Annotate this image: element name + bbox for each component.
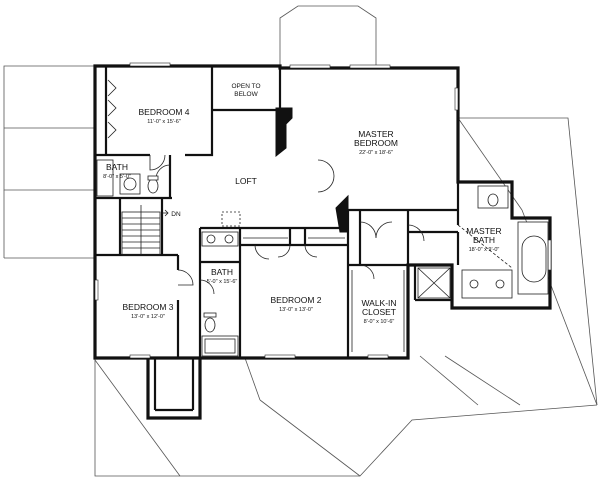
- bath-left-dim: 8'-0" x 5'-0": [103, 174, 131, 180]
- roof-lines: [3, 5, 598, 477]
- bedroom3-dim: 13'-0" x 12'-0": [131, 314, 165, 320]
- bath-center-dim: 5'-0" x 15'-6": [207, 279, 238, 285]
- master-bath-line1: MASTER: [466, 226, 501, 236]
- fixtures: [96, 159, 549, 357]
- walk-in-closet-dim: 8'-0" x 10'-6": [364, 319, 395, 325]
- stairs: [121, 205, 169, 256]
- dn-label: DN: [171, 211, 181, 218]
- open-below-line1: OPEN TO: [231, 83, 260, 90]
- loft-name: LOFT: [235, 176, 257, 186]
- walk-in-closet-line2: CLOSET: [362, 307, 396, 317]
- master-bedroom-line1: MASTER: [358, 129, 393, 139]
- master-bath-line2: BATH: [473, 235, 495, 245]
- interior-walls: [95, 66, 460, 358]
- master-bedroom-line2: BEDROOM: [354, 138, 398, 148]
- bath-center-name: BATH: [211, 267, 233, 277]
- windows: [94, 62, 552, 359]
- open-below-line2: BELOW: [234, 91, 258, 98]
- bedroom2-name: BEDROOM 2: [270, 295, 321, 305]
- bedroom4-dim: 11'-0" x 15'-6": [147, 119, 180, 125]
- bedroom4-name: BEDROOM 4: [138, 107, 189, 117]
- bath-left-name: BATH: [106, 162, 128, 172]
- doors: [107, 79, 425, 295]
- master-bath-dim: 18'-0" x 9'-0": [469, 247, 500, 253]
- bedroom3-name: BEDROOM 3: [122, 302, 173, 312]
- bedroom2-dim: 13'-0" x 13'-0": [279, 307, 313, 313]
- room-labels: BEDROOM 4 11'-0" x 15'-6" OPEN TO BELOW …: [103, 83, 502, 325]
- walk-in-closet-line1: WALK-IN: [361, 298, 396, 308]
- master-bedroom-dim: 22'-0" x 18'-6": [359, 150, 393, 156]
